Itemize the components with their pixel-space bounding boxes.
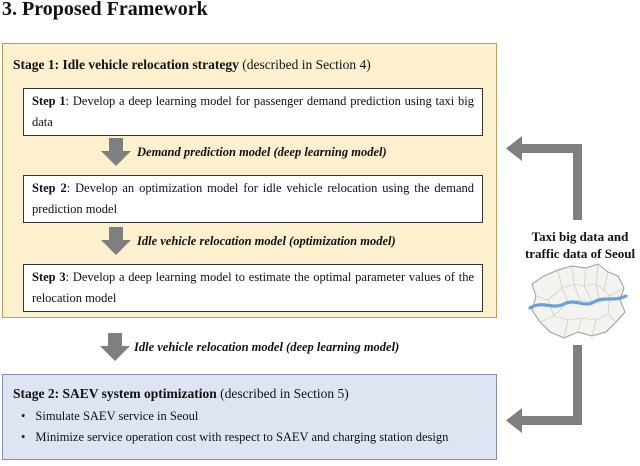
step2-label: Step 2 [32,181,67,195]
down-arrow-icon [100,333,130,361]
flow-arrow-horizontal-bottom [520,416,582,425]
step2-text: : Develop an optimization model for idle… [32,181,474,216]
flow-arrow-horizontal-top [520,144,582,153]
step3-label: Step 3 [32,270,66,284]
relocation-deep-learning-label: Idle vehicle relocation model (deep lear… [134,340,400,354]
stage2-box: Stage 2: SAEV system optimization (descr… [2,374,497,460]
data-source-line2: traffic data of Seoul [524,246,636,261]
down-arrow-icon [101,138,131,166]
stage1-box: Stage 1: Idle vehicle relocation strateg… [2,43,497,318]
data-source-line1: Taxi big data and [531,229,629,244]
step1-label: Step 1 [32,94,66,108]
step1-text: : Develop a deep learning model for pass… [32,94,474,129]
stage2-title-rest: (described in Section 5) [216,386,349,401]
river-icon [528,294,628,310]
stage1-title: Stage 1: Idle vehicle relocation strateg… [13,57,371,73]
data-source-label: Taxi big data and traffic data of Seoul [521,228,639,262]
stage2-bullet-list: Simulate SAEV service in Seoul Minimize … [21,409,448,451]
stage2-bullet: Minimize service operation cost with res… [21,430,448,445]
flow-arrow-vertical-top [573,148,582,220]
seoul-map-icon [528,262,628,340]
step1-box: Step 1: Develop a deep learning model fo… [23,88,483,136]
left-arrow-icon [506,408,522,433]
relocation-optimization-label: Idle vehicle relocation model (optimizat… [137,234,396,248]
flow-arrow-vertical-bottom [573,345,582,425]
stage1-title-bold: Stage 1: Idle vehicle relocation strateg… [13,57,239,72]
page-title: 3. Proposed Framework [2,0,208,20]
stage2-title: Stage 2: SAEV system optimization (descr… [13,386,349,402]
demand-model-label: Demand prediction model (deep learning m… [137,145,387,159]
stage1-title-rest: (described in Section 4) [238,57,371,72]
step3-text: : Develop a deep learning model to estim… [32,270,474,305]
step2-box: Step 2: Develop an optimization model fo… [23,175,483,223]
left-arrow-icon [506,136,522,161]
down-arrow-icon [101,227,131,255]
step3-box: Step 3: Develop a deep learning model to… [23,264,483,312]
stage2-bullet: Simulate SAEV service in Seoul [21,409,448,424]
stage2-title-bold: Stage 2: SAEV system optimization [13,386,217,401]
